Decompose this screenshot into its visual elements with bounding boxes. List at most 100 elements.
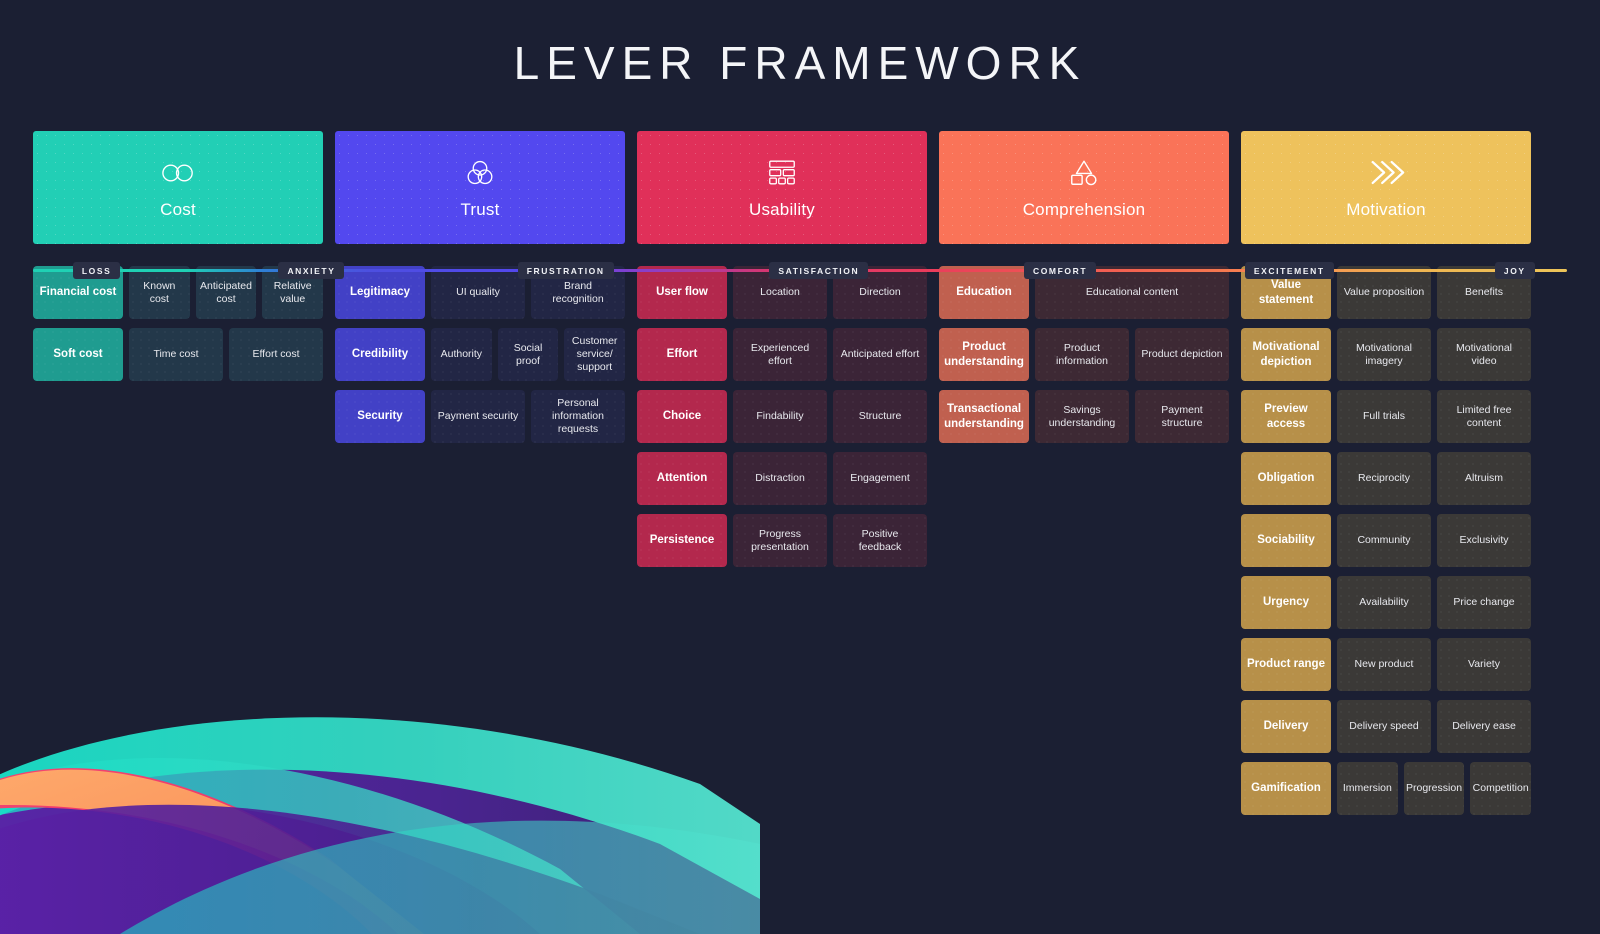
lever-tile-sub[interactable]: Findability	[733, 390, 827, 443]
lever-tile-sub-label: Payment security	[437, 410, 519, 423]
lever-tile-sub-label: Positive feedback	[858, 527, 902, 553]
spectrum-label-pill: ANXIETY	[278, 262, 345, 279]
lever-tile-primary-label: Value statement	[1258, 279, 1314, 306]
lever-header-card-motivation[interactable]: Motivation	[1241, 131, 1531, 244]
lever-tile-sub[interactable]: UI quality	[431, 266, 525, 319]
lever-tile-sub[interactable]: Distraction	[733, 452, 827, 505]
lever-tile-primary[interactable]: Education	[939, 266, 1029, 319]
spectrum-label-pill: EXCITEMENT	[1244, 262, 1334, 279]
lever-tile-sub[interactable]: Product information	[1035, 328, 1129, 381]
lever-tile-primary[interactable]: Soft cost	[33, 328, 123, 381]
lever-tile-sub[interactable]: Social proof	[497, 328, 559, 381]
lever-tile-sub[interactable]: Direction	[833, 266, 927, 319]
lever-tile-sub[interactable]: Customer service/ support	[564, 328, 626, 381]
lever-tile-sub[interactable]: Educational content	[1035, 266, 1229, 319]
lever-tile-primary[interactable]: Urgency	[1241, 576, 1331, 629]
lever-tile-primary[interactable]: Attention	[637, 452, 727, 505]
lever-row: Preview access Full trials Limited free co…	[1241, 390, 1531, 443]
lever-tile-sub-label: Distraction	[755, 472, 805, 485]
lever-tile-sub-label: Location	[760, 286, 800, 299]
lever-tile-sub[interactable]: Delivery ease	[1437, 700, 1531, 753]
lever-tile-sub[interactable]: Price change	[1437, 576, 1531, 629]
lever-tile-sub[interactable]: Availability	[1337, 576, 1431, 629]
lever-tile-sub[interactable]: Progression	[1403, 762, 1465, 815]
lever-tile-sub-label: Progress presentation	[751, 527, 809, 553]
shapes-triangle-square-circle-icon	[1064, 156, 1104, 190]
lever-tile-sub-label: Variety	[1468, 658, 1500, 671]
lever-header-card-comprehension[interactable]: Comprehension	[939, 131, 1229, 244]
lever-tile-sub[interactable]: Anticipated effort	[833, 328, 927, 381]
lever-tile-primary[interactable]: Product understanding	[939, 328, 1029, 381]
lever-tile-primary[interactable]: Delivery	[1241, 700, 1331, 753]
lever-tile-primary[interactable]: Persistence	[637, 514, 727, 567]
lever-tile-sub[interactable]: Value proposition	[1337, 266, 1431, 319]
lever-tile-sub-label: Delivery ease	[1452, 720, 1516, 733]
lever-tile-sub[interactable]: Time cost	[129, 328, 223, 381]
lever-header-label: Trust	[460, 199, 500, 219]
lever-tile-sub-label: Altruism	[1465, 472, 1503, 485]
lever-tile-primary-label: Credibility	[351, 348, 409, 361]
lever-header-card-cost[interactable]: Cost	[33, 131, 323, 244]
lever-tile-sub-label: Product information	[1056, 341, 1108, 367]
lever-tile-sub[interactable]: Motivational imagery	[1337, 328, 1431, 381]
lever-tile-primary[interactable]: Preview access	[1241, 390, 1331, 443]
lever-tile-sub-label: Known cost	[143, 279, 176, 305]
lever-tile-sub[interactable]: Motivational video	[1437, 328, 1531, 381]
lever-tile-sub[interactable]: Reciprocity	[1337, 452, 1431, 505]
lever-tile-primary[interactable]: Security	[335, 390, 425, 443]
lever-tile-sub[interactable]: Authority	[431, 328, 492, 381]
lever-tile-sub[interactable]: Payment security	[431, 390, 525, 443]
lever-tile-sub[interactable]: Delivery speed	[1337, 700, 1431, 753]
lever-tile-sub[interactable]: Positive feedback	[833, 514, 927, 567]
lever-tile-sub[interactable]: Payment structure	[1135, 390, 1229, 443]
lever-tile-primary[interactable]: Legitimacy	[335, 266, 425, 319]
lever-tile-sub-label: Full trials	[1362, 410, 1405, 423]
lever-header-card-trust[interactable]: Trust	[335, 131, 625, 244]
lever-tile-sub[interactable]: New product	[1337, 638, 1431, 691]
lever-tile-sub-label: Community	[1357, 534, 1411, 547]
lever-tile-primary[interactable]: Credibility	[335, 328, 425, 381]
lever-tile-primary[interactable]: Obligation	[1241, 452, 1331, 505]
lever-tile-sub[interactable]: Savings understanding	[1035, 390, 1129, 443]
lever-tile-sub[interactable]: Altruism	[1437, 452, 1531, 505]
lever-tile-primary-label: Transactional understanding	[944, 403, 1024, 430]
lever-row: Credibility Authority Social proof Customer…	[335, 328, 626, 381]
lever-tile-primary[interactable]: Transactional understanding	[939, 390, 1029, 443]
lever-tile-primary-label: Product understanding	[944, 341, 1024, 368]
lever-tile-primary[interactable]: User flow	[637, 266, 727, 319]
lever-tile-sub[interactable]: Effort cost	[229, 328, 323, 381]
lever-tile-sub[interactable]: Known cost	[129, 266, 190, 319]
lever-header-label: Comprehension	[1022, 199, 1146, 219]
lever-tile-sub[interactable]: Immersion	[1337, 762, 1398, 815]
lever-tile-primary[interactable]: Motivational depiction	[1241, 328, 1331, 381]
lever-tile-primary[interactable]: Effort	[637, 328, 727, 381]
lever-header-card-usability[interactable]: Usability	[637, 131, 927, 244]
lever-tile-sub[interactable]: Experienced effort	[733, 328, 827, 381]
lever-tile-sub[interactable]: Product depiction	[1135, 328, 1229, 381]
lever-tile-sub[interactable]: Anticipated cost	[195, 266, 257, 319]
lever-tile-primary[interactable]: Choice	[637, 390, 727, 443]
lever-tile-sub[interactable]: Community	[1337, 514, 1431, 567]
lever-tile-primary[interactable]: Product range	[1241, 638, 1331, 691]
lever-row: Product understanding Product information…	[939, 328, 1229, 381]
lever-tile-sub-label: Customer service/ support	[571, 335, 618, 373]
lever-tile-sub[interactable]: Limited free content	[1437, 390, 1531, 443]
lever-tile-primary[interactable]: Sociability	[1241, 514, 1331, 567]
lever-tile-sub-label: Price change	[1453, 596, 1515, 609]
lever-tile-sub[interactable]: Structure	[833, 390, 927, 443]
lever-tile-sub-label: Social proof	[513, 341, 543, 367]
lever-tile-sub[interactable]: Full trials	[1337, 390, 1431, 443]
lever-header-label: Motivation	[1346, 199, 1426, 219]
spectrum-label-pill: LOSS	[72, 262, 121, 279]
lever-tile-sub-label: Competition	[1472, 782, 1529, 795]
lever-tile-sub[interactable]: Progress presentation	[733, 514, 827, 567]
lever-tile-sub[interactable]: Engagement	[833, 452, 927, 505]
lever-tile-sub[interactable]: Personal information requests	[531, 390, 625, 443]
lever-tile-sub-label: Effort cost	[252, 348, 300, 361]
lever-tile-sub[interactable]: Exclusivity	[1437, 514, 1531, 567]
lever-tile-sub-label: Authority	[440, 348, 483, 361]
lever-tile-sub[interactable]: Competition	[1470, 762, 1532, 815]
lever-tile-sub[interactable]: Variety	[1437, 638, 1531, 691]
lever-tile-primary[interactable]: Gamification	[1241, 762, 1331, 815]
